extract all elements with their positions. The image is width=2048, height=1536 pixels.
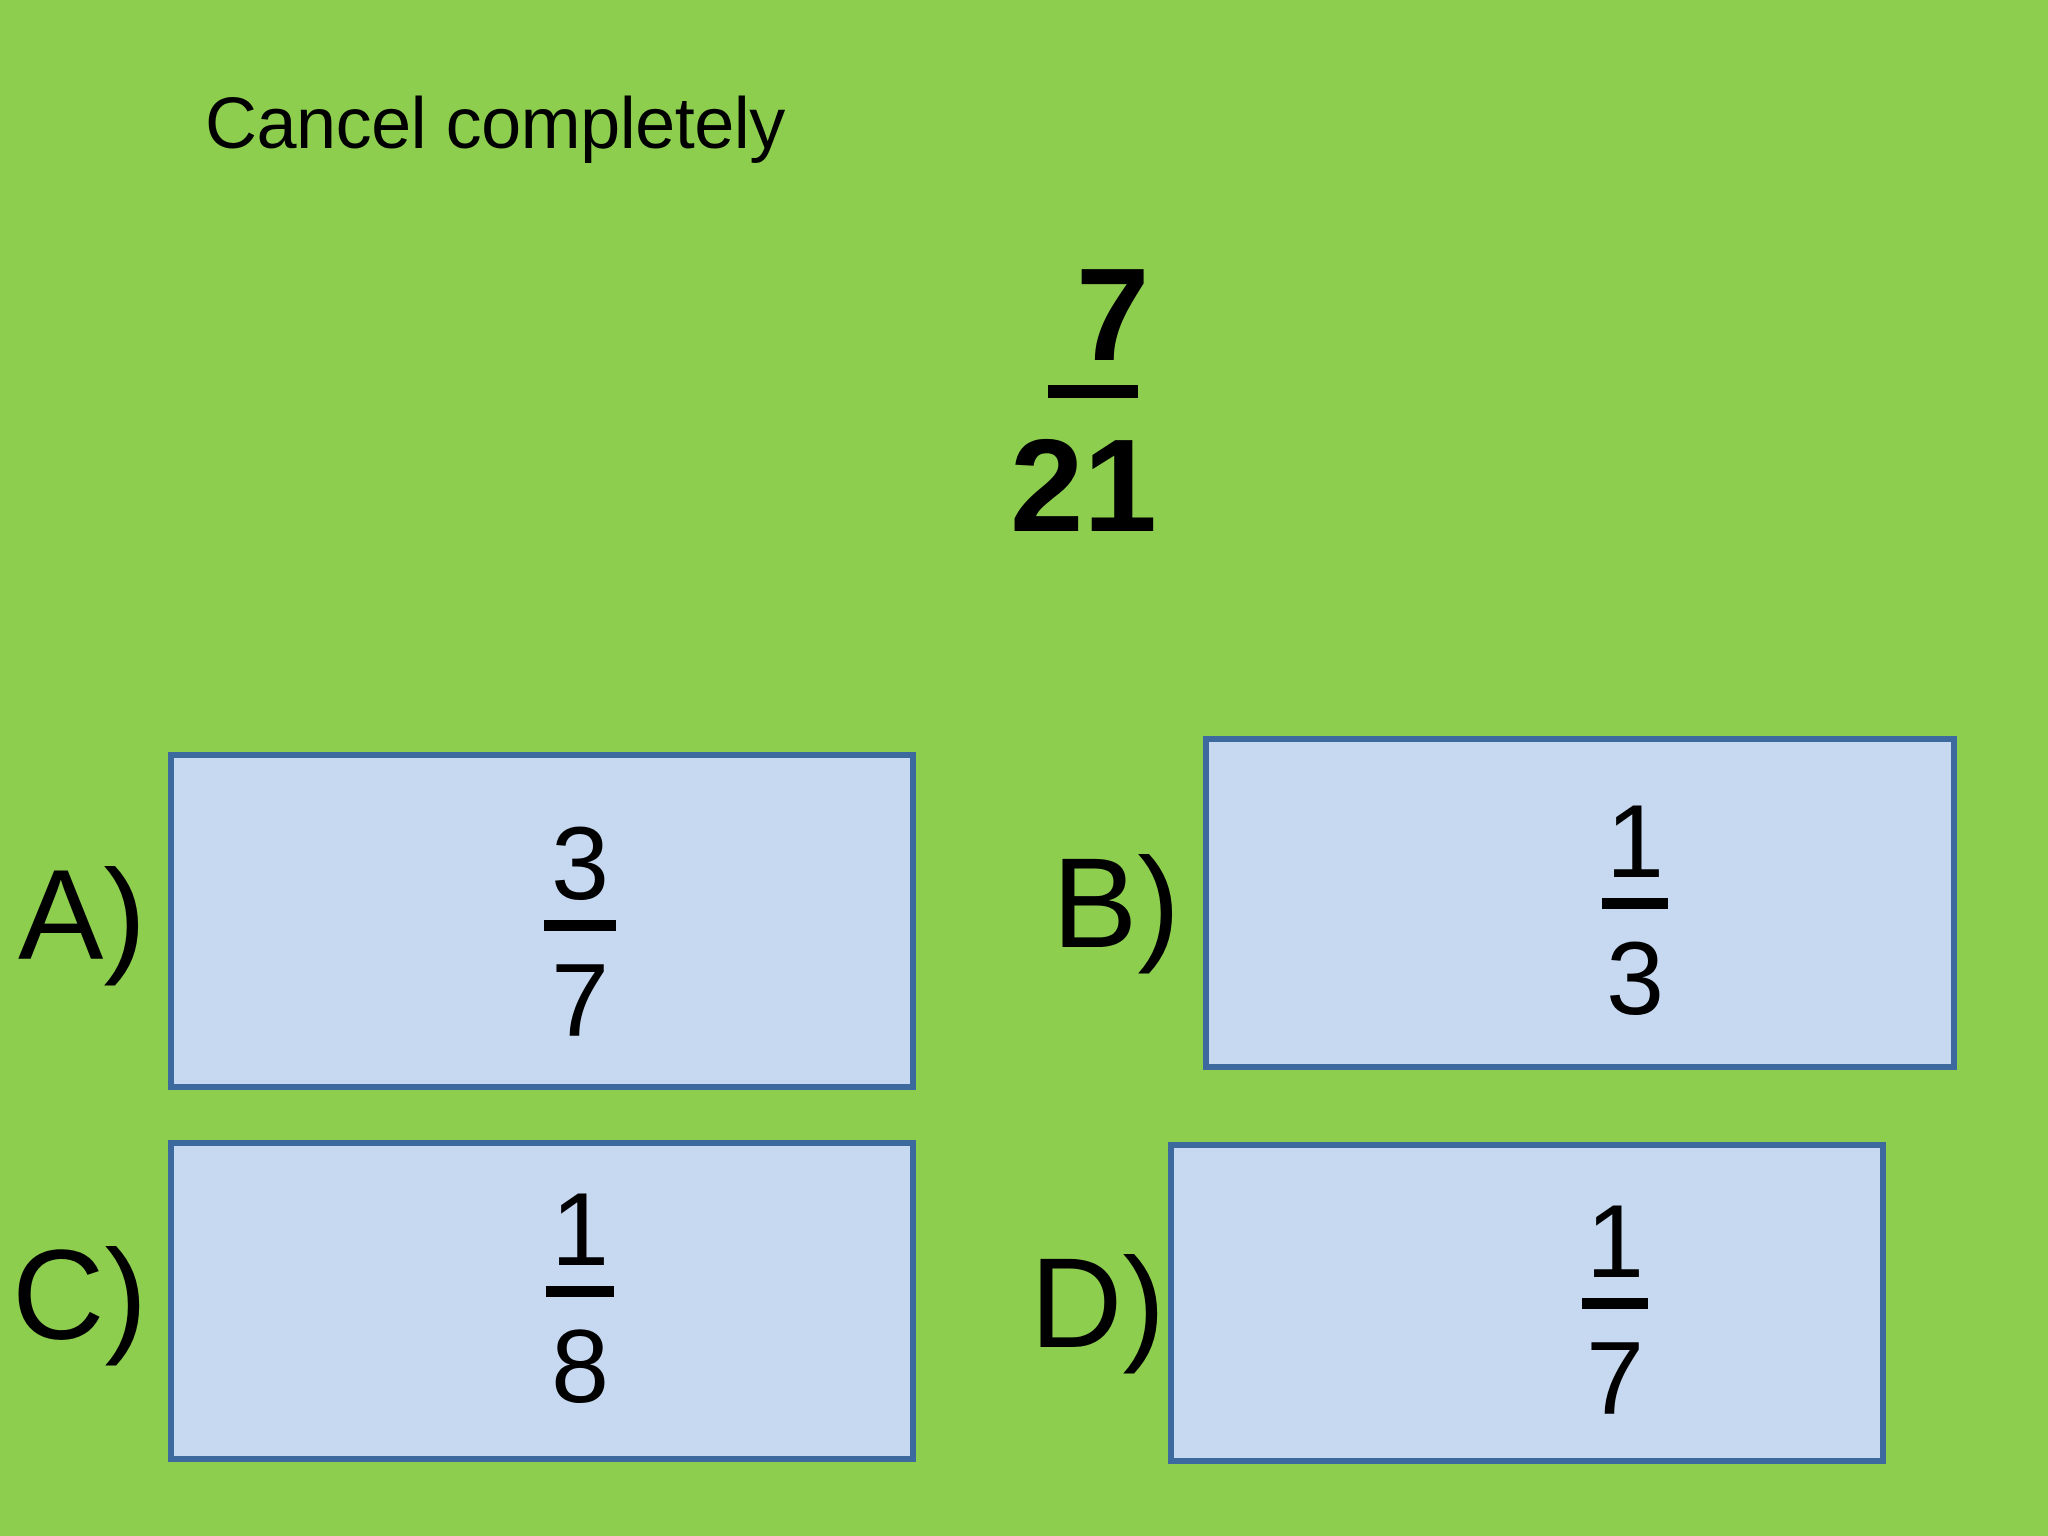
page-title: Cancel completely [205, 84, 785, 164]
option-box-b[interactable] [1203, 736, 1957, 1070]
option-fraction-d: 1 7 [1540, 1190, 1690, 1431]
option-c-denominator: 8 [551, 1309, 609, 1425]
option-box-d[interactable] [1168, 1142, 1886, 1464]
option-box-a[interactable] [168, 752, 916, 1090]
option-a-fraction-bar [544, 920, 616, 931]
question-denominator: 21 [1010, 412, 1157, 560]
option-d-numerator: 1 [1586, 1184, 1644, 1300]
option-a-numerator: 3 [551, 806, 609, 922]
option-label-a: A) [18, 844, 146, 987]
option-fraction-a: 3 7 [500, 812, 660, 1053]
option-b-denominator: 3 [1606, 921, 1664, 1037]
option-box-c[interactable] [168, 1140, 916, 1462]
option-fraction-b: 1 3 [1560, 790, 1710, 1031]
option-b-numerator: 1 [1606, 784, 1664, 900]
question-fraction: 7 21 [1010, 241, 1270, 560]
option-b-fraction-bar [1602, 898, 1668, 909]
option-c-fraction-bar [546, 1286, 614, 1297]
option-fraction-c: 1 8 [500, 1178, 660, 1419]
option-label-c: C) [12, 1224, 148, 1367]
option-d-denominator: 7 [1586, 1321, 1644, 1437]
option-a-denominator: 7 [551, 943, 609, 1059]
option-label-b: B) [1052, 832, 1180, 975]
question-numerator: 7 [1076, 241, 1150, 388]
option-label-d: D) [1030, 1232, 1166, 1375]
option-d-fraction-bar [1582, 1298, 1648, 1309]
question-fraction-bar [1048, 385, 1138, 399]
option-c-numerator: 1 [551, 1172, 609, 1288]
